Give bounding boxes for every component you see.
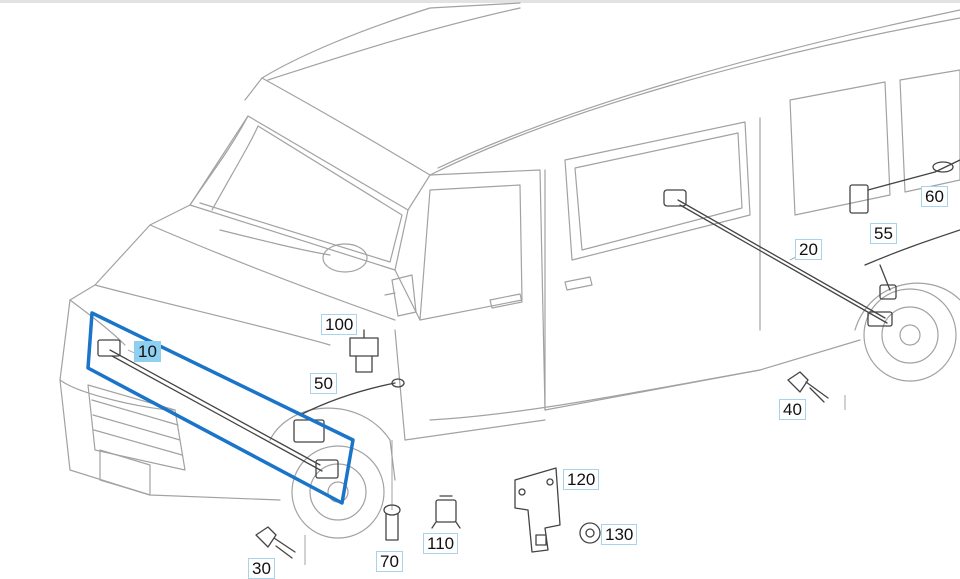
callout-10[interactable]: 10 (134, 341, 161, 362)
part-110-clip (431, 495, 461, 529)
callout-70[interactable]: 70 (376, 551, 403, 572)
callout-50[interactable]: 50 (310, 373, 337, 394)
part-30-bolt (255, 526, 296, 559)
top-border (0, 0, 960, 3)
van-outline (59, 2, 960, 539)
callout-110[interactable]: 110 (423, 533, 459, 554)
leader-lines (127, 229, 889, 565)
part-130-nut (579, 522, 601, 544)
callout-100[interactable]: 100 (321, 314, 358, 335)
part-20-sensor-cable (663, 189, 893, 327)
part-40-bolt (787, 371, 829, 403)
callout-120[interactable]: 120 (563, 469, 600, 490)
part-50-cable (299, 378, 405, 416)
selection-frame (86, 311, 355, 505)
callout-55[interactable]: 55 (870, 223, 897, 244)
callout-40[interactable]: 40 (779, 399, 806, 420)
part-55-clip (849, 171, 936, 214)
callout-130[interactable]: 130 (601, 524, 638, 545)
callout-60[interactable]: 60 (921, 186, 948, 207)
part-120-bracket (514, 467, 561, 553)
part-70-screw (383, 504, 401, 541)
callout-30[interactable]: 30 (248, 558, 275, 579)
part-100-clip (349, 329, 379, 373)
part-60-cable (864, 159, 960, 300)
callout-20[interactable]: 20 (795, 239, 822, 260)
parts (97, 159, 960, 559)
